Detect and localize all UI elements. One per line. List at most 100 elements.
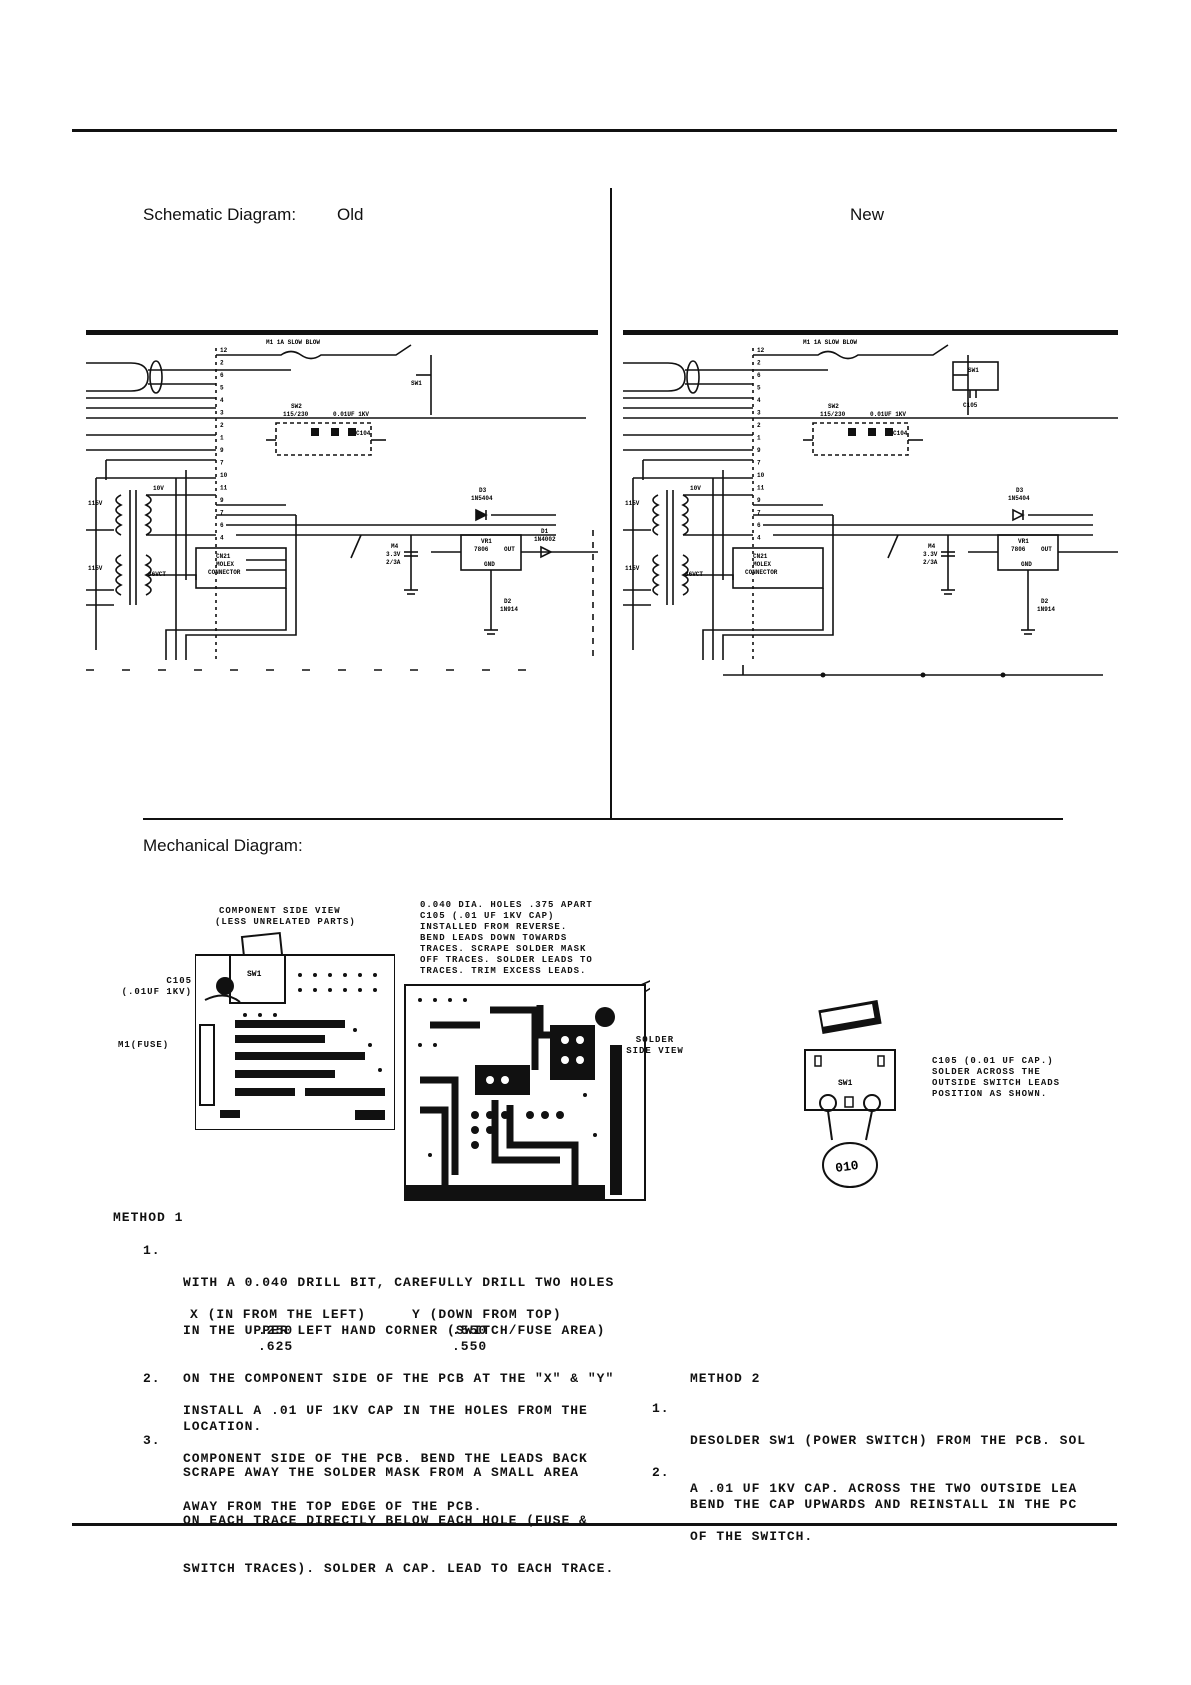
connector-pin-label: 4 — [220, 397, 224, 404]
new-m4-volt: 3.3V — [923, 551, 938, 558]
method2-step2-num: 2. — [652, 1465, 670, 1480]
method2-step1-num: 1. — [652, 1401, 670, 1416]
old-fuse-label: M1 1A SLOW BLOW — [266, 339, 320, 346]
old-label: Old — [337, 205, 364, 224]
bottom-rule — [72, 1523, 1117, 1526]
old-m4-label: M4 — [391, 543, 399, 550]
connector-pin-label: 9 — [220, 497, 224, 504]
old-m4-amp: 2/3A — [386, 559, 401, 566]
center-divider — [610, 188, 612, 820]
old-d2-label: D2 — [504, 598, 512, 605]
c105-label: C105 (.01UF 1KV) — [121, 976, 192, 997]
connector-pin-label: 1 — [757, 435, 761, 442]
old-115v-label-1: 115V — [88, 500, 103, 507]
drill-note: 0.040 DIA. HOLES .375 APART C105 (.01 UF… — [420, 900, 593, 976]
y-value-1: .550 — [452, 1323, 488, 1338]
connector-pin-label: 7 — [220, 460, 224, 467]
connector-pin-label: 2 — [220, 422, 224, 429]
connector-pin-label: 6 — [220, 522, 224, 529]
connector-pin-label: 12 — [220, 347, 228, 354]
connector-pin-label: 4 — [757, 397, 761, 404]
method2-step2-text: BEND THE CAP UPWARDS AND REINSTALL IN TH… — [690, 1497, 1078, 1512]
new-vr1-gnd: GND — [1021, 561, 1032, 568]
new-d3-part: 1N5404 — [1008, 495, 1030, 502]
solder-side-pcb — [404, 980, 650, 1201]
top-rule — [72, 129, 1117, 132]
method1-step2-num: 2. — [143, 1371, 161, 1386]
old-c104-label: C104 — [356, 430, 371, 437]
new-label: New — [850, 205, 885, 224]
component-side-view-label: COMPONENT SIDE VIEW (LESS UNRELATED PART… — [215, 906, 356, 927]
new-d2-label: D2 — [1041, 598, 1049, 605]
method1-step2-text: INSTALL A .01 UF 1KV CAP IN THE HOLES FR… — [183, 1403, 588, 1514]
switch-drawing: SW1 010 — [804, 1000, 896, 1188]
new-molex-label: MOLEX — [753, 561, 771, 568]
connector-pin-label: 2 — [757, 360, 761, 367]
connector-pin-label: 7 — [757, 460, 761, 467]
new-sw1-label: SW1 — [968, 367, 979, 374]
connector-pin-label: 11 — [757, 485, 765, 492]
new-m4-label: M4 — [928, 543, 936, 550]
old-connector-label: CONNECTOR — [208, 569, 241, 576]
old-cap-rating: 0.01UF 1KV — [333, 411, 369, 418]
new-d3-label: D3 — [1016, 487, 1024, 494]
x-value-2: .625 — [258, 1339, 294, 1354]
old-sw2-label: SW2 — [291, 403, 302, 410]
old-115v-label-2: 115V — [88, 565, 103, 572]
new-cn21-label: CN21 — [753, 553, 768, 560]
cap-marking: 010 — [834, 1158, 859, 1176]
old-d1-part: 1N4002 — [534, 536, 556, 543]
method2-title: METHOD 2 — [690, 1371, 761, 1386]
connector-pin-label: 11 — [220, 485, 228, 492]
new-vr1-label: VR1 — [1018, 538, 1029, 545]
new-cap-rating: 0.01UF 1KV — [870, 411, 906, 418]
mechanical-diagram-label: Mechanical Diagram: — [143, 836, 303, 855]
new-c105-label: C105 — [963, 402, 978, 409]
connector-pin-label: 6 — [757, 372, 761, 379]
method1-title: METHOD 1 — [113, 1210, 184, 1225]
new-sw2-rating: 115/230 — [820, 411, 846, 418]
method1-step3-num: 3. — [143, 1433, 161, 1448]
m1-fuse-label: M1(FUSE) — [118, 1040, 170, 1050]
old-vr1-label: VR1 — [481, 538, 492, 545]
y-value-2: .550 — [452, 1339, 488, 1354]
new-10v-label: 10V — [690, 485, 701, 492]
method1-step1-num: 1. — [143, 1243, 161, 1258]
connector-pin-label: 3 — [757, 410, 761, 417]
new-m4-amp: 2/3A — [923, 559, 938, 566]
old-sw1-label: SW1 — [411, 380, 422, 387]
schematic-diagram-label: Schematic Diagram: — [143, 205, 297, 224]
switch-note: C105 (0.01 UF CAP.) SOLDER ACROSS THE OU… — [932, 1056, 1061, 1099]
new-fuse-label: M1 1A SLOW BLOW — [803, 339, 857, 346]
old-10v-label: 10V — [153, 485, 164, 492]
connector-pin-label: 2 — [757, 422, 761, 429]
pcb-sw1-label: SW1 — [247, 970, 262, 979]
old-molex-label: MOLEX — [216, 561, 234, 568]
schematic-old: M1 1A SLOW BLOW SW1 SW2 115/230 0.01UF 1… — [86, 330, 598, 671]
old-36vct-label: 36VCT — [148, 571, 166, 578]
new-vr1-part: 7806 — [1011, 546, 1026, 553]
connector-pin-label: 9 — [757, 447, 761, 454]
connector-pin-label: 7 — [220, 510, 224, 517]
switch-sw1-label: SW1 — [838, 1079, 853, 1088]
old-d1-label: D1 — [541, 528, 549, 535]
connector-pin-label: 3 — [220, 410, 224, 417]
x-column-header: X (IN FROM THE LEFT) — [190, 1307, 367, 1322]
x-value-1: .250 — [258, 1323, 294, 1338]
connector-pin-label: 5 — [220, 385, 224, 392]
solder-side-view-label: SOLDER SIDE VIEW — [626, 1035, 684, 1056]
new-connector-label: CONNECTOR — [745, 569, 778, 576]
new-115v-label-1: 115V — [625, 500, 640, 507]
old-sw2-rating: 115/230 — [283, 411, 309, 418]
connector-pin-label: 4 — [220, 535, 224, 542]
connector-pin-label: 4 — [757, 535, 761, 542]
new-vr1-out: OUT — [1041, 546, 1052, 553]
new-36vct-label: 36VCT — [685, 571, 703, 578]
connector-pin-label: 9 — [220, 447, 224, 454]
connector-pin-label: 6 — [757, 522, 761, 529]
connector-pin-label: 10 — [220, 472, 228, 479]
old-vr1-out: OUT — [504, 546, 515, 553]
connector-pin-label: 1 — [220, 435, 224, 442]
schematic-bottom-rule — [143, 818, 1063, 820]
method2-step1-text: DESOLDER SW1 (POWER SWITCH) FROM THE PCB… — [690, 1433, 1087, 1544]
